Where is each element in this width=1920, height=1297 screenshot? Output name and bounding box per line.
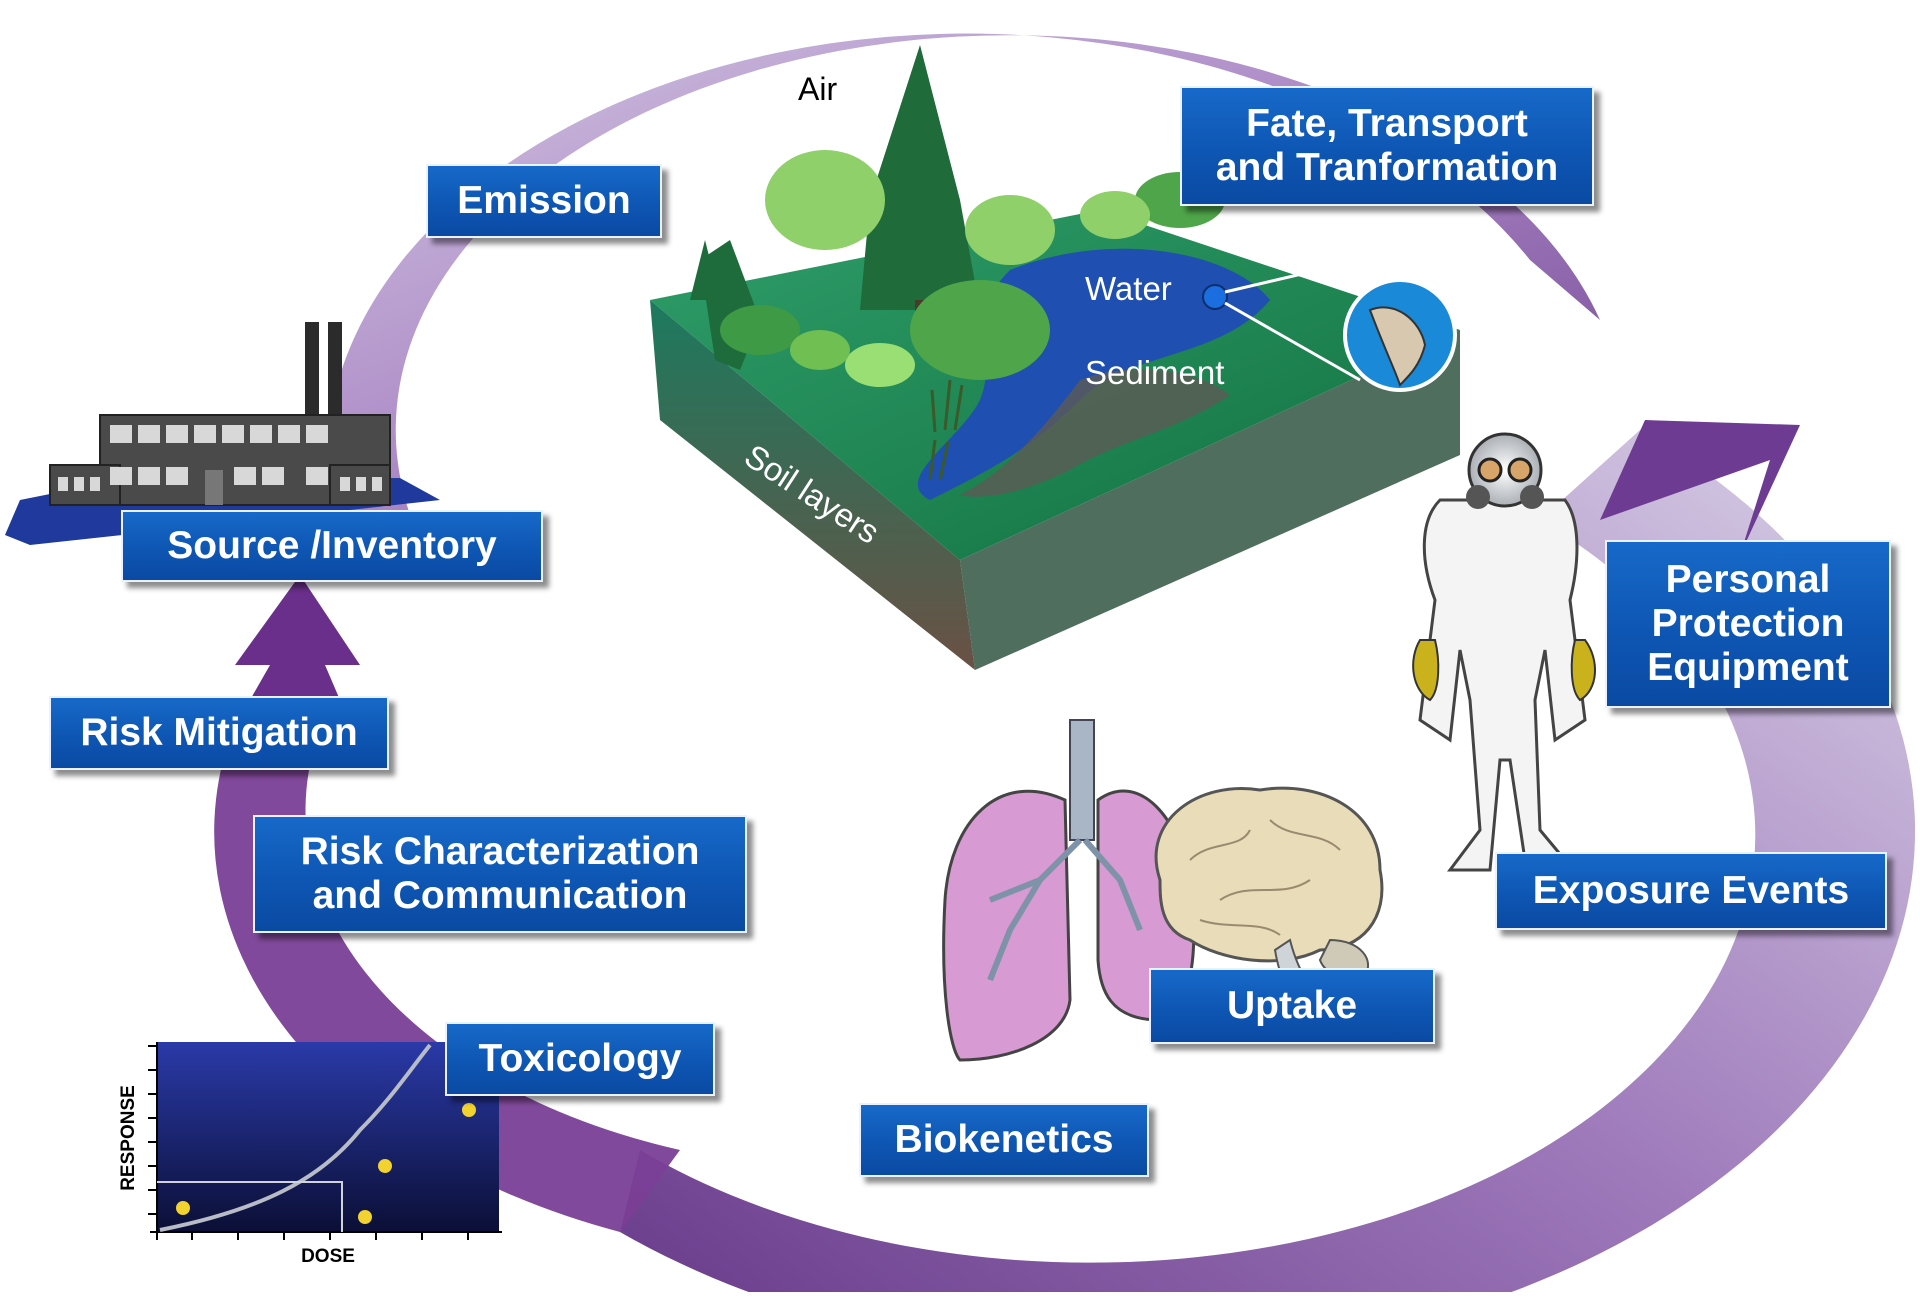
toxicology-text: Toxicology: [478, 1036, 682, 1080]
dose-response-chart: DOSE RESPONSE: [118, 1042, 502, 1267]
risk-mitigation-label: Risk Mitigation: [49, 696, 389, 770]
cycle-arrowhead-right: [1600, 420, 1800, 555]
uptake-label: Uptake: [1149, 968, 1435, 1044]
sediment-label: Sediment: [1085, 354, 1224, 391]
ecosystem-block: [650, 45, 1460, 670]
ppe-text-line2: Protection: [1651, 601, 1845, 645]
risk-mitigation-text: Risk Mitigation: [80, 710, 358, 754]
risk-characterization-text-line1: Risk Characterization: [300, 829, 700, 873]
emission-text: Emission: [457, 178, 631, 222]
plants-label: Plants: [965, 162, 1057, 199]
air-label: Air: [798, 71, 837, 107]
biokenetics-text: Biokenetics: [894, 1117, 1114, 1161]
response-axis-label: RESPONSE: [118, 1085, 139, 1191]
lungs-illustration: [942, 719, 1196, 1062]
ppe-text-line1: Personal: [1665, 557, 1831, 601]
fate-transport-text-line1: Fate, Transport: [1246, 101, 1528, 145]
personal-protection-equipment-label: Personal Protection Equipment: [1605, 540, 1891, 708]
biokenetics-label: Biokenetics: [859, 1103, 1149, 1177]
exposure-events-text: Exposure Events: [1532, 868, 1850, 912]
cycle-arrowhead-left: [235, 575, 360, 700]
risk-characterization-text-line2: and Communication: [312, 874, 688, 917]
ppe-text-line3: Equipment: [1647, 646, 1849, 690]
fate-transport-label: Fate, Transport and Tranformation: [1180, 86, 1594, 206]
toxicology-label: Toxicology: [445, 1022, 715, 1096]
fate-transport-text-line2: and Tranformation: [1215, 146, 1559, 189]
risk-characterization-label: Risk Characterization and Communication: [253, 815, 747, 933]
water-label: Water: [1085, 270, 1172, 307]
dose-axis-label: DOSE: [301, 1246, 355, 1267]
factory-illustration: [5, 322, 440, 545]
uptake-text: Uptake: [1226, 983, 1358, 1027]
source-inventory-text: Source /Inventory: [167, 523, 497, 567]
source-inventory-label: Source /Inventory: [121, 510, 543, 582]
exposure-events-label: Exposure Events: [1495, 852, 1887, 930]
protective-suit-worker: [1412, 432, 1597, 872]
emission-label: Emission: [426, 164, 662, 238]
